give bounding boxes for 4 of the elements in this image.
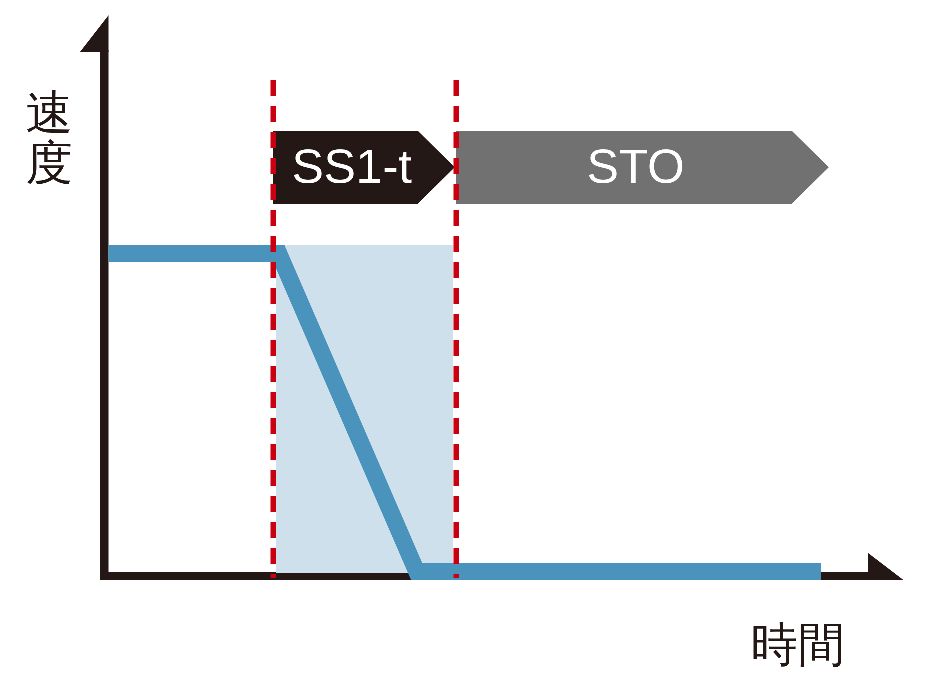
phase-arrow: SS1-t <box>273 131 455 204</box>
phase-arrow: STO <box>456 131 829 204</box>
axis-label: 時間 <box>751 622 845 669</box>
axis-label: 速度 <box>26 89 74 189</box>
